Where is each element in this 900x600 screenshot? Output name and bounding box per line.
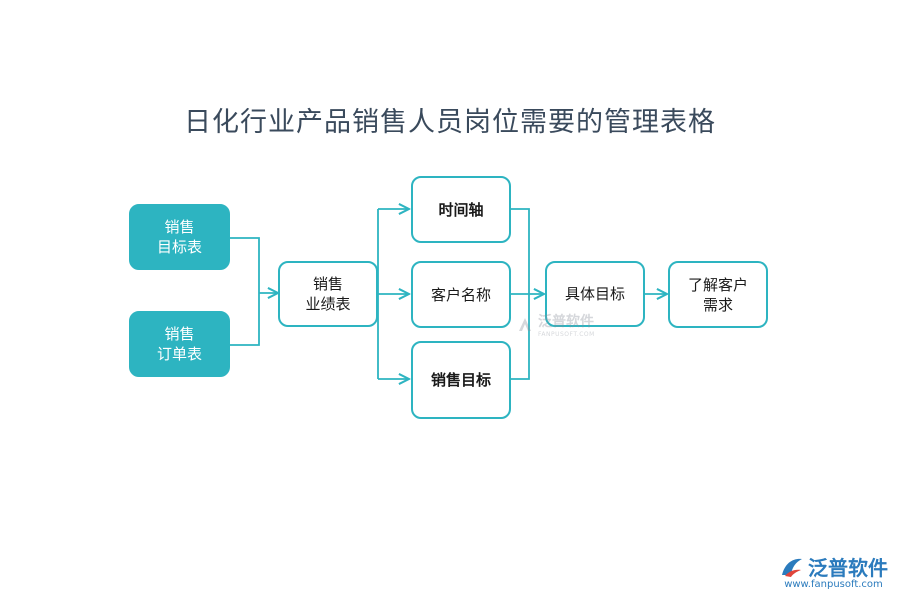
- watermark-subtext: FANPUSOFT.COM: [538, 331, 595, 338]
- brand-name: 泛普软件: [808, 556, 888, 580]
- center-watermark: 泛普软件 FANPUSOFT.COM: [515, 311, 595, 338]
- node-timeline: 时间轴: [411, 176, 511, 243]
- brand-url[interactable]: www.fanpusoft.com: [784, 579, 883, 590]
- node-sales-order-table: 销售 订单表: [129, 311, 230, 377]
- connector-sales-target-table: [230, 237, 260, 346]
- node-sales-target-table: 销售 目标表: [129, 204, 230, 270]
- node-customer-name: 客户名称: [411, 261, 511, 328]
- watermark-logo-icon: [519, 317, 531, 331]
- watermark-text: 泛普软件: [538, 314, 594, 330]
- node-understand-customer-needs: 了解客户 需求: [668, 261, 768, 328]
- brand-logo: 泛普软件 www.fanpusoft.com: [779, 552, 888, 590]
- node-specific-target: 具体目标: [545, 261, 645, 327]
- diagram-title: 日化行业产品销售人员岗位需要的管理表格: [184, 107, 716, 138]
- fanpu-logo-icon: [782, 558, 802, 577]
- node-sales-target: 销售目标: [411, 341, 511, 419]
- node-sales-performance-table: 销售 业绩表: [278, 261, 378, 327]
